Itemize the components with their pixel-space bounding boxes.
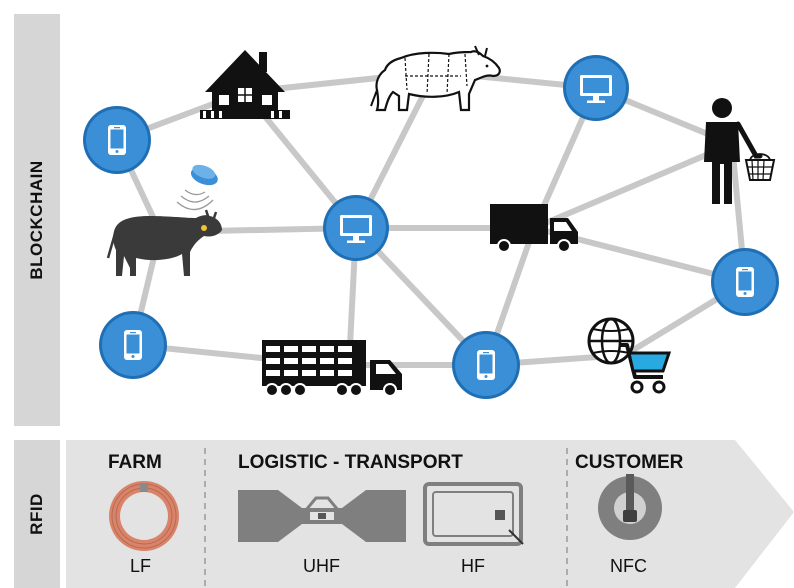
lf-coil-tag-icon (109, 481, 179, 551)
blockchain-band: BLOCKCHAIN (14, 14, 60, 426)
uhf-dipole-tag-icon (238, 490, 406, 542)
phase-label-logistic-transport: LOGISTIC - TRANSPORT (238, 452, 463, 473)
phase-label-farm: FARM (108, 452, 162, 473)
smartphone-icon (108, 125, 126, 155)
nfc-tag-icon (598, 474, 662, 540)
delivery-truck-icon (490, 204, 578, 253)
rfid-reader-icon (176, 164, 218, 211)
house-icon (200, 50, 290, 119)
globe-shopping-cart-icon (587, 317, 672, 394)
phase-label-customer: CUSTOMER (575, 452, 684, 473)
tag-label-nfc: NFC (610, 556, 647, 576)
smartphone-node-left (99, 311, 167, 379)
computer-node-center (323, 195, 389, 261)
tag-label-uhf: UHF (303, 556, 340, 576)
hf-loop-tag-icon (423, 482, 524, 546)
smartphone-icon (477, 350, 495, 380)
smartphone-icon (124, 330, 142, 360)
tag-label-hf: HF (461, 556, 485, 576)
smartphone-node-bottom (452, 331, 520, 399)
rfid-band: RFID (14, 440, 60, 588)
rfid-arrow-panel (66, 440, 794, 588)
tag-label-lf: LF (130, 556, 152, 576)
computer-node-top (563, 55, 629, 121)
smartphone-node-right (711, 248, 779, 316)
tagged-cow-icon (106, 209, 222, 276)
smartphone-icon (736, 267, 754, 297)
livestock-trailer-icon (262, 340, 402, 397)
cow-meat-cuts-icon (370, 45, 501, 112)
smartphone-node-farm (83, 106, 151, 174)
shopper-with-basket-icon (704, 98, 776, 204)
